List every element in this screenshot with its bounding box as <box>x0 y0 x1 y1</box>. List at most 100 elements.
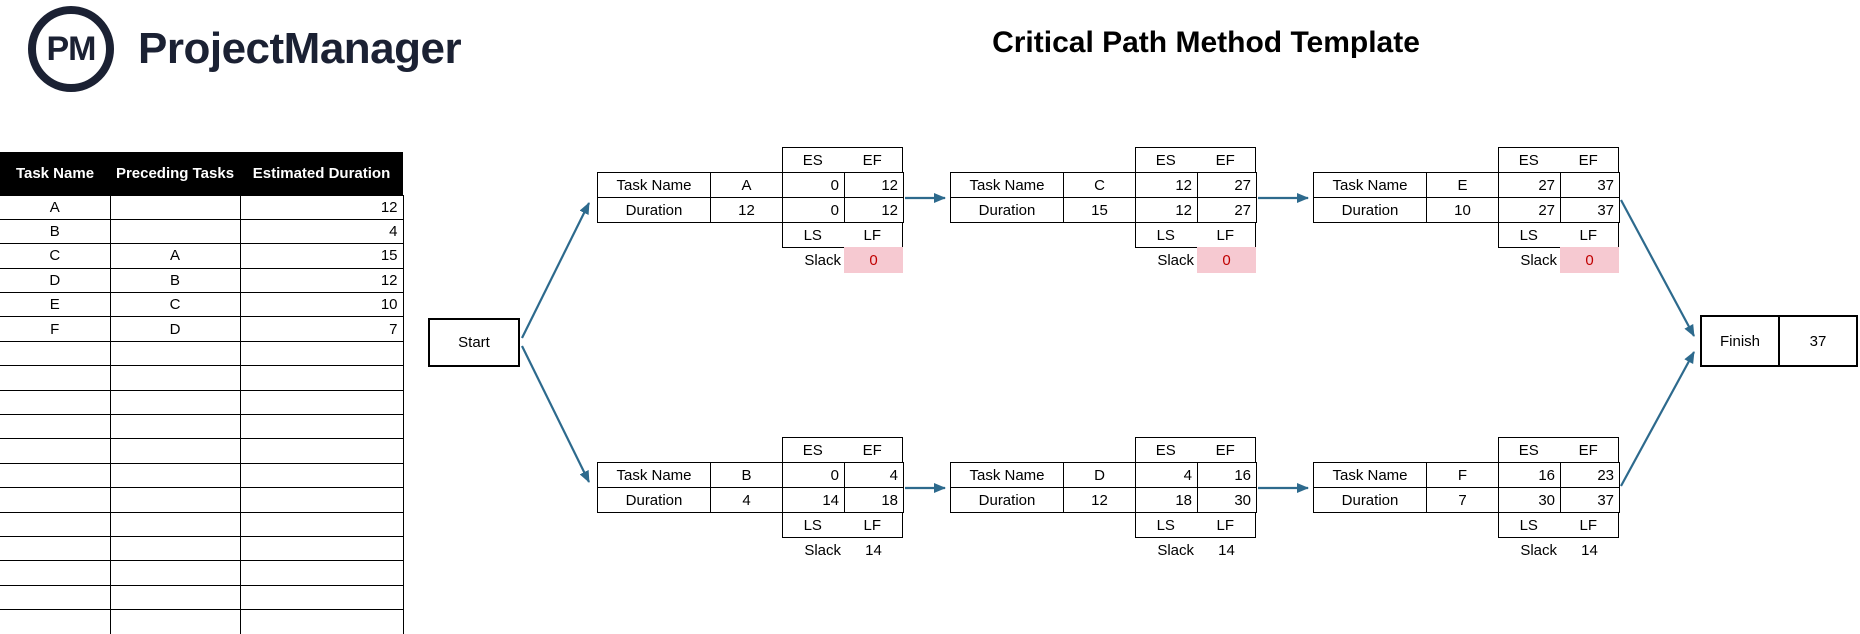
ef-label: EF <box>862 441 882 459</box>
ls-value: 0 <box>782 197 845 223</box>
finish-label: Finish <box>1702 317 1780 365</box>
table-row: D B 12 <box>0 267 404 294</box>
ef-label: EF <box>1578 151 1598 169</box>
task-id: B <box>710 462 783 488</box>
preceding-cell <box>110 218 241 245</box>
task-name-cell: E <box>0 292 111 318</box>
preceding-cell <box>110 194 241 220</box>
duration-value: 4 <box>710 487 783 513</box>
duration-cell: 12 <box>240 194 404 220</box>
ls-value: 30 <box>1498 487 1561 513</box>
esef-header: ES EF <box>782 147 903 173</box>
es-label: ES <box>1518 441 1539 459</box>
es-value: 27 <box>1498 172 1561 198</box>
slack-value: 14 <box>1581 541 1598 559</box>
slack-label: Slack <box>1520 251 1557 269</box>
node-c: ES EF Task Name C 12 27 Duration 15 12 2… <box>950 147 1257 273</box>
lf-value: 30 <box>1197 487 1257 513</box>
duration-cell: 4 <box>240 218 404 245</box>
task-id: D <box>1063 462 1136 488</box>
ls-value: 27 <box>1498 197 1561 223</box>
es-value: 16 <box>1498 462 1561 488</box>
arrow-e-to-finish <box>1620 199 1695 337</box>
lslf-footer: LS LF <box>1135 512 1256 538</box>
duration-label: Duration <box>597 197 711 223</box>
task-name-cell: D <box>0 267 111 294</box>
ef-value: 12 <box>844 172 904 198</box>
preceding-cell: C <box>110 292 241 318</box>
col-header-preceding-tasks: Preceding Tasks <box>110 152 240 195</box>
table-row-empty <box>0 535 404 562</box>
task-name-cell: B <box>0 218 111 245</box>
node-main-table: Task Name F 16 23 Duration 7 30 37 <box>1313 462 1620 513</box>
task-name-cell: A <box>0 194 111 220</box>
finish-node: Finish 37 <box>1700 315 1858 367</box>
lslf-footer: LS LF <box>1498 512 1619 538</box>
task-id: A <box>710 172 783 198</box>
slack-value: 14 <box>1218 541 1235 559</box>
node-d: ES EF Task Name D 4 16 Duration 12 18 30… <box>950 437 1257 563</box>
logo-monogram: PM <box>46 29 97 68</box>
node-main-table: Task Name A 0 12 Duration 12 0 12 <box>597 172 904 223</box>
ls-value: 12 <box>1135 197 1198 223</box>
ef-value: 27 <box>1197 172 1257 198</box>
ef-label: EF <box>1578 441 1598 459</box>
node-main-table: Task Name C 12 27 Duration 15 12 27 <box>950 172 1257 223</box>
slack-row: Slack 14 <box>1498 537 1619 563</box>
col-header-task-name: Task Name <box>0 152 110 195</box>
ef-label: EF <box>1215 441 1235 459</box>
task-name-cell: C <box>0 243 111 269</box>
ls-label: LS <box>803 516 822 534</box>
lslf-footer: LS LF <box>782 512 903 538</box>
lslf-footer: LS LF <box>1135 222 1256 248</box>
lf-label: LF <box>1216 226 1234 244</box>
lf-value: 18 <box>844 487 904 513</box>
table-row-empty <box>0 487 404 513</box>
lf-label: LF <box>863 516 881 534</box>
lf-value: 37 <box>1560 197 1620 223</box>
preceding-cell: B <box>110 267 241 294</box>
table-row-empty <box>0 340 404 367</box>
es-label: ES <box>1518 151 1539 169</box>
ls-label: LS <box>1156 516 1175 534</box>
finish-total: 37 <box>1809 332 1827 350</box>
ef-value: 16 <box>1197 462 1257 488</box>
task-id: C <box>1063 172 1136 198</box>
ls-label: LS <box>803 226 822 244</box>
duration-label: Duration <box>1313 487 1427 513</box>
slack-row: Slack 14 <box>1135 537 1256 563</box>
slack-row: Slack 0 <box>1498 247 1619 273</box>
duration-value: 10 <box>1426 197 1499 223</box>
table-row-empty <box>0 414 404 440</box>
slack-row: Slack 0 <box>782 247 903 273</box>
lf-label: LF <box>1579 226 1597 244</box>
task-name-label: Task Name <box>597 462 711 488</box>
task-name-label: Task Name <box>1313 172 1427 198</box>
node-main-table: Task Name E 27 37 Duration 10 27 37 <box>1313 172 1620 223</box>
es-label: ES <box>1155 441 1176 459</box>
esef-header: ES EF <box>1498 147 1619 173</box>
table-row-empty <box>0 560 404 586</box>
duration-cell: 15 <box>240 243 404 269</box>
es-label: ES <box>802 151 823 169</box>
table-row-empty <box>0 365 404 391</box>
node-a: ES EF Task Name A 0 12 Duration 12 0 12 … <box>597 147 904 273</box>
task-name-label: Task Name <box>950 462 1064 488</box>
esef-header: ES EF <box>1498 437 1619 463</box>
lf-label: LF <box>1579 516 1597 534</box>
node-main-table: Task Name B 0 4 Duration 4 14 18 <box>597 462 904 513</box>
duration-cell: 12 <box>240 267 404 294</box>
ls-value: 14 <box>782 487 845 513</box>
arrow-start-to-b <box>521 345 590 483</box>
lslf-footer: LS LF <box>782 222 903 248</box>
lf-value: 27 <box>1197 197 1257 223</box>
page-title: Critical Path Method Template <box>992 26 1420 59</box>
node-b: ES EF Task Name B 0 4 Duration 4 14 18 L… <box>597 437 904 563</box>
slack-label: Slack <box>1157 251 1194 269</box>
esef-header: ES EF <box>1135 147 1256 173</box>
start-label: Start <box>458 334 490 351</box>
es-label: ES <box>802 441 823 459</box>
lf-value: 12 <box>844 197 904 223</box>
duration-label: Duration <box>1313 197 1427 223</box>
table-row-empty <box>0 462 404 489</box>
